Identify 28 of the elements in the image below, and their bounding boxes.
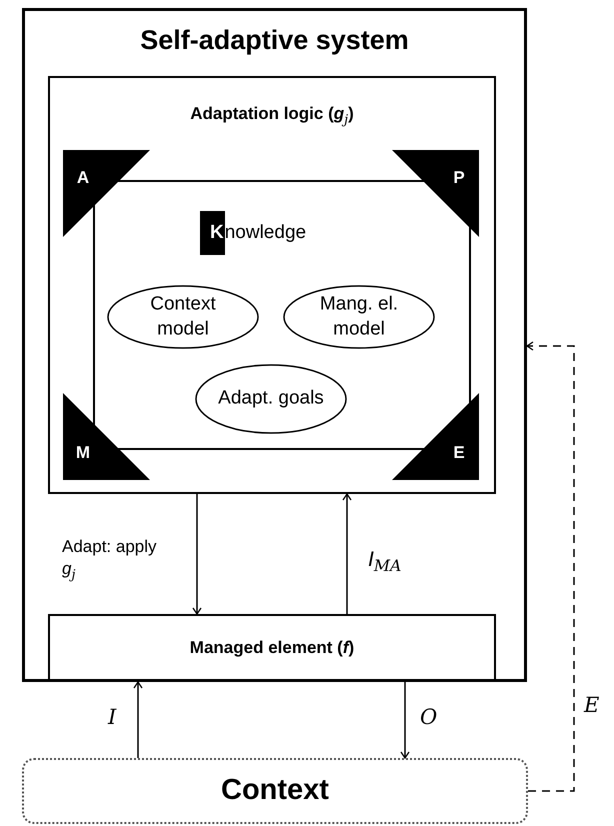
stage-letter: A [76, 168, 90, 188]
model-label: Mang. el. model [318, 292, 400, 341]
system-box [22, 8, 527, 682]
box-title: Self-adaptive system [139, 25, 410, 56]
box-title: Adaptation logic (g$_{j}$) [189, 104, 355, 128]
stage-triangle [63, 393, 150, 480]
managed-element-box [48, 614, 496, 682]
box-title: Context [220, 774, 330, 807]
knowledge-label: Knowledge [200, 211, 306, 255]
stage-triangle [392, 393, 479, 480]
stage-letter: E [452, 443, 466, 463]
model-label: Adapt. goals [217, 386, 325, 411]
adaptation-logic-box [48, 76, 496, 494]
model-ellipse [283, 285, 435, 349]
box-title: Managed element (f) [188, 638, 356, 658]
model-label: Context model [149, 292, 217, 341]
model-ellipse [107, 285, 259, 349]
goals-ellipse [195, 364, 347, 434]
context-box [22, 758, 528, 824]
stage-triangle [63, 150, 150, 237]
arrow [526, 341, 575, 792]
arrow [133, 681, 143, 758]
arrow [192, 494, 202, 615]
arrow [400, 682, 410, 759]
stage-triangle [392, 150, 479, 237]
arrow [342, 493, 352, 614]
stage-letter: P [452, 168, 466, 188]
stage-letter: M [74, 443, 92, 463]
